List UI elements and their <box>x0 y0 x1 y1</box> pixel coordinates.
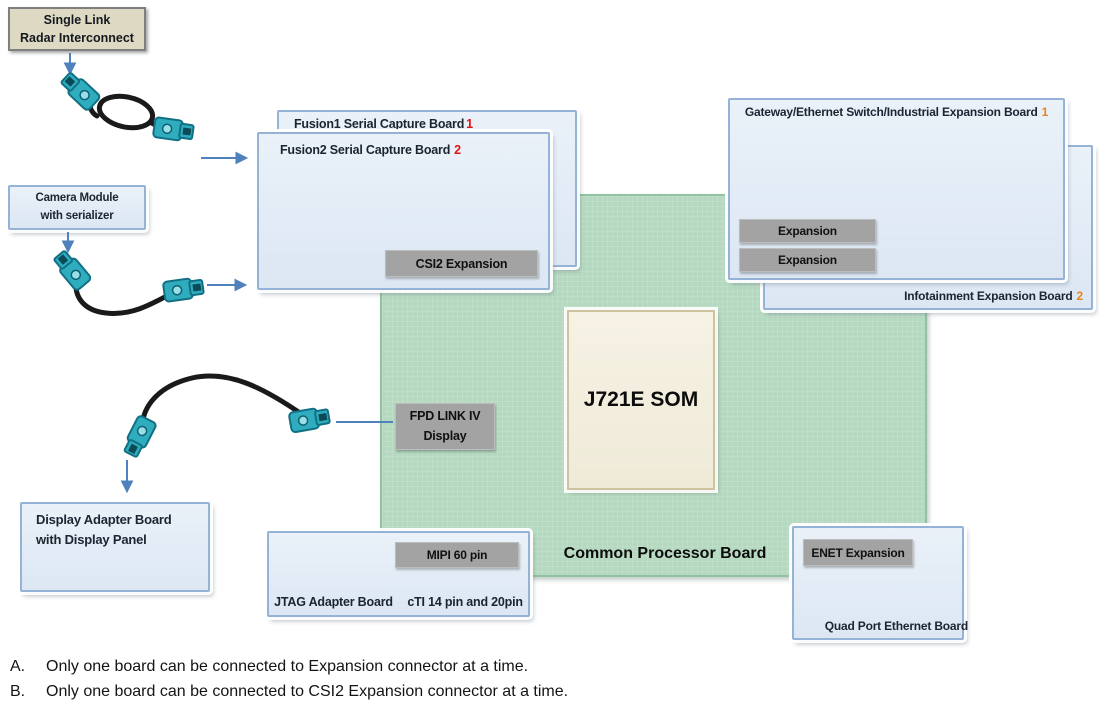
camera-module-box: Camera Module with serializer <box>8 185 146 230</box>
footnotes: A. Only one board can be connected to Ex… <box>10 658 568 708</box>
fusion1-label: Fusion1 Serial Capture Board <box>294 117 465 131</box>
fpd-link-iv-display-connector: FPD LINK IV Display <box>395 403 495 450</box>
common-processor-board-label: Common Processor Board <box>563 545 767 562</box>
fakra-connector-icon <box>120 413 158 460</box>
jtag-title: JTAG Adapter Board cTI 14 pin and 20pin <box>269 595 528 609</box>
fpd-link-line2: Display <box>423 428 467 443</box>
fusion2-label: Fusion2 Serial Capture Board <box>280 143 451 157</box>
gateway-title: Gateway/Ethernet Switch/Industrial Expan… <box>730 105 1063 119</box>
gateway-label: Gateway/Ethernet Switch/Industrial Expan… <box>744 105 1038 119</box>
gateway-ethernet-industrial-board: Gateway/Ethernet Switch/Industrial Expan… <box>728 98 1065 280</box>
radar-line2: Radar Interconnect <box>20 31 134 45</box>
single-link-radar-interconnect-box: Single Link Radar Interconnect <box>8 7 146 51</box>
csi2-expansion-connector: CSI2 Expansion <box>385 250 538 277</box>
fakra-connector-icon <box>287 405 332 434</box>
infotainment-label: Infotainment Expansion Board <box>904 289 1073 303</box>
jtag-label-2: cTI 14 pin and 20pin <box>407 595 523 609</box>
footnote-b-id: B. <box>10 683 26 700</box>
radar-line1: Single Link <box>43 12 111 27</box>
jtag-label-1: JTAG Adapter Board <box>274 595 393 609</box>
camera-line2: with serializer <box>40 209 114 222</box>
csi2-expansion-label: CSI2 Expansion <box>415 256 508 271</box>
enet-expansion-label: ENET Expansion <box>811 545 905 560</box>
display-adapter-label: Display Adapter Board with Display Panel <box>36 510 172 550</box>
gateway-expansion-connector-2: Expansion <box>739 248 876 272</box>
display-adapter-line2: with Display Panel <box>36 532 147 548</box>
mipi-60pin-label: MIPI 60 pin <box>426 548 488 562</box>
fusion2-number: 2 <box>454 143 461 157</box>
gateway-number: 1 <box>1041 105 1049 119</box>
camera-module-label: Camera Module with serializer <box>35 190 118 225</box>
expansion-label-1: Expansion <box>778 224 837 238</box>
infotainment-number: 2 <box>1076 289 1084 303</box>
footnote-a-text: Only one board can be connected to Expan… <box>46 658 529 675</box>
fakra-connector-icon <box>50 247 93 293</box>
gateway-expansion-connector-1: Expansion <box>739 219 876 243</box>
footnote-b-text: Only one board can be connected to CSI2 … <box>46 683 569 700</box>
radar-coax-cable <box>81 93 175 133</box>
j721e-som-label: J721E SOM <box>583 388 699 411</box>
display-coax-cable <box>139 373 303 434</box>
jtag-adapter-board: MIPI 60 pin JTAG Adapter Board cTI 14 pi… <box>267 531 530 617</box>
expansion-label-2: Expansion <box>778 253 837 267</box>
camera-coax-cable <box>73 277 179 316</box>
mipi-60pin-connector: MIPI 60 pin <box>395 542 519 568</box>
fusion1-number: 1 <box>466 117 473 131</box>
footnote-a-id: A. <box>10 658 26 675</box>
fakra-connector-icon <box>161 275 206 303</box>
fpd-link-line1: FPD LINK IV <box>409 409 481 424</box>
enet-expansion-connector: ENET Expansion <box>803 539 913 566</box>
footnote-a: A. Only one board can be connected to Ex… <box>10 658 568 676</box>
display-adapter-board: Display Adapter Board with Display Panel <box>20 502 210 592</box>
fakra-connector-icon <box>151 116 196 144</box>
camera-line1: Camera Module <box>35 192 119 205</box>
quad-port-label-text: Quad Port Ethernet Board <box>824 619 968 633</box>
fakra-connector-icon <box>57 69 102 113</box>
quad-port-ethernet-board: ENET Expansion Quad Port Ethernet Board <box>792 526 968 640</box>
footnote-b: B. Only one board can be connected to CS… <box>10 683 568 701</box>
display-adapter-line1: Display Adapter Board <box>36 512 172 527</box>
j721e-som-board: J721E SOM <box>567 310 715 490</box>
quad-port-label: Quad Port Ethernet Board <box>794 619 968 633</box>
